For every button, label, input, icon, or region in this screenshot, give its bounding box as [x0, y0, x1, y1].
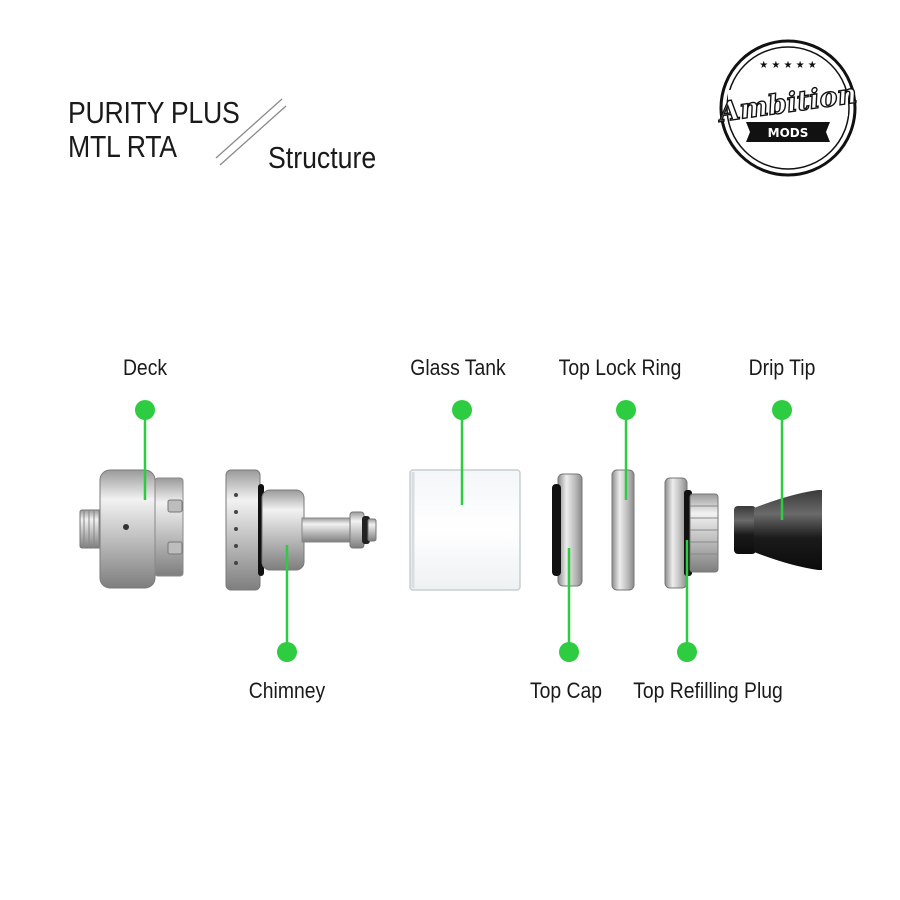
- logo-banner-text: MODS: [768, 126, 809, 140]
- title-line-product: PURITY PLUS: [68, 95, 240, 130]
- page-title: PURITY PLUS MTL RTA: [68, 96, 240, 164]
- label-deck: Deck: [122, 355, 168, 380]
- label-top-lock-ring: Top Lock Ring: [558, 355, 682, 380]
- deck-drawing: [79, 469, 184, 589]
- logo-stars: ★ ★ ★ ★ ★: [759, 60, 817, 71]
- chimney-drawing: [225, 469, 377, 591]
- label-top-cap: Top Cap: [529, 678, 603, 703]
- callout-dot-top-refilling-plug: [677, 642, 697, 662]
- label-top-refilling-plug: Top Refilling Plug: [633, 678, 783, 703]
- double-slash-divider: [215, 98, 287, 166]
- top-lock-ring-drawing: [611, 469, 635, 591]
- callout-dot-glass-tank: [452, 400, 472, 420]
- title-line-type: MTL RTA: [68, 129, 177, 164]
- glass-tank-drawing: [409, 469, 521, 591]
- label-glass-tank: Glass Tank: [410, 355, 506, 380]
- label-drip-tip: Drip Tip: [748, 355, 816, 380]
- top-cap-drawing: [552, 473, 583, 587]
- callout-dot-drip-tip: [772, 400, 792, 420]
- ambition-mods-logo: ★ ★ ★ ★ ★ Ambition MODS: [718, 39, 858, 177]
- drip-tip-drawing: [734, 490, 822, 570]
- label-chimney: Chimney: [248, 678, 326, 703]
- callout-dot-top-cap: [559, 642, 579, 662]
- page-subtitle: Structure: [268, 140, 377, 175]
- callout-dot-deck: [135, 400, 155, 420]
- top-refilling-plug-drawing: [664, 477, 719, 589]
- callout-dot-top-lock-ring: [616, 400, 636, 420]
- callout-dot-chimney: [277, 642, 297, 662]
